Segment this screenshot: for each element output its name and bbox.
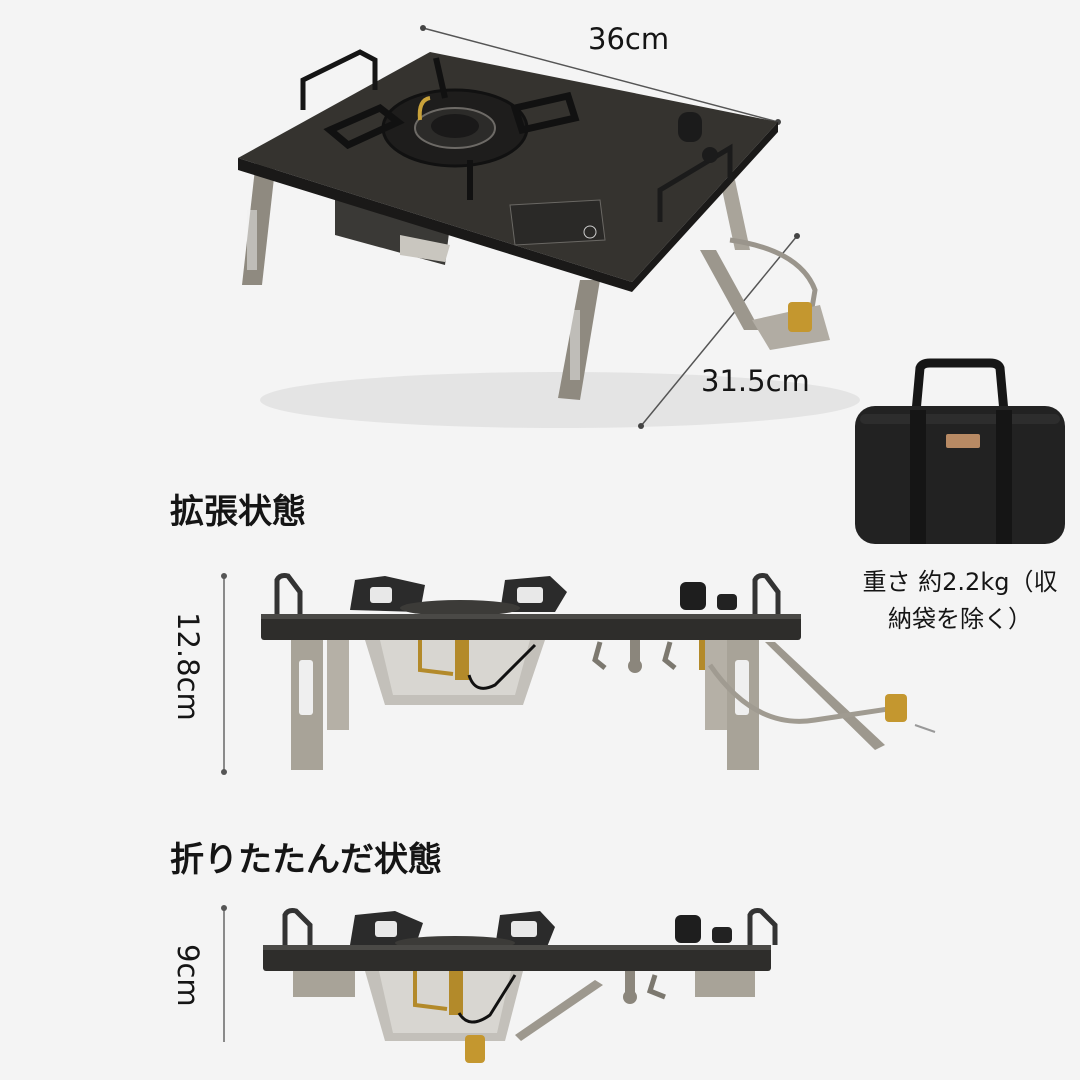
stove-folded-side-image <box>263 908 778 1063</box>
stove-perspective-image <box>238 25 860 429</box>
folded-height-label: 9cm <box>171 944 205 1007</box>
weight-note: 重さ 約2.2kg（収 納袋を除く） <box>840 564 1080 638</box>
width-dimension-line <box>422 27 779 123</box>
depth-dimension-label: 31.5cm <box>701 364 810 398</box>
depth-dimension-line <box>640 235 798 427</box>
expanded-state-title: 拡張状態 <box>170 492 306 532</box>
weight-note-line2: 納袋を除く） <box>888 605 1032 633</box>
storage-bag-image <box>855 358 1065 544</box>
weight-note-line1: 重さ 約2.2kg（収 <box>862 568 1058 596</box>
width-dimension-label: 36cm <box>588 22 670 56</box>
folded-state-title: 折りたたんだ状態 <box>170 840 442 880</box>
brand-tag <box>946 434 980 448</box>
stove-expanded-side-image <box>261 573 936 770</box>
expanded-height-label: 12.8cm <box>171 612 205 721</box>
